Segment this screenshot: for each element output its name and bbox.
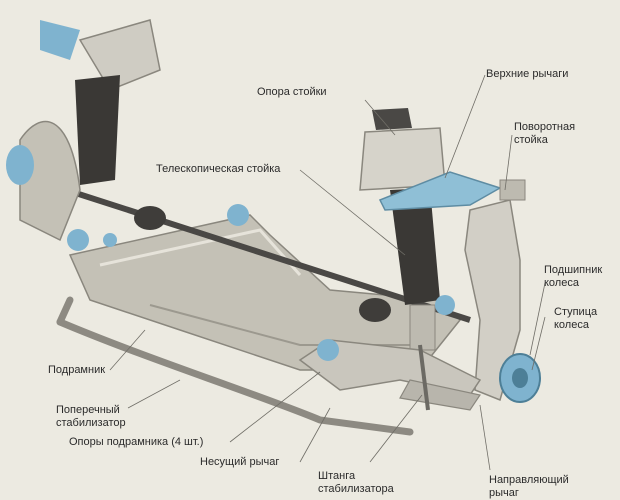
label-subframe-mounts: Опоры подрамника (4 шт.) <box>69 436 204 448</box>
subframe-shape <box>68 214 462 371</box>
lower-arm-shape <box>298 339 482 396</box>
label-upper-arms: Верхние рычаги <box>486 68 569 80</box>
label-wheel-hub: Ступица колеса <box>554 306 598 331</box>
label-lower-arm: Несущий рычаг <box>200 456 280 468</box>
anti-roll-bar-shape <box>56 318 414 436</box>
leader-lines <box>109 74 546 471</box>
label-steering-knuckle: Поворотная стойка <box>514 121 576 146</box>
upper-arms-shape <box>378 171 502 211</box>
label-subframe: Подрамник <box>48 364 106 376</box>
label-anti-roll-bar: Поперечный стабилизатор <box>56 404 126 429</box>
label-strut-mount: Опора стойки <box>257 86 327 98</box>
label-guide-arm: Направляющий рычаг <box>489 474 569 499</box>
drive-shaft-shape <box>59 185 471 323</box>
right-air-spring-shape <box>390 188 440 305</box>
steering-knuckle-shape <box>464 199 521 402</box>
label-wheel-bearing: Подшипник колеса <box>544 264 603 289</box>
label-telescopic-strut: Телескопическая стойка <box>156 163 281 175</box>
left-air-spring-shape <box>75 75 120 185</box>
label-stabilizer-link: Штанга стабилизатора <box>318 470 394 495</box>
